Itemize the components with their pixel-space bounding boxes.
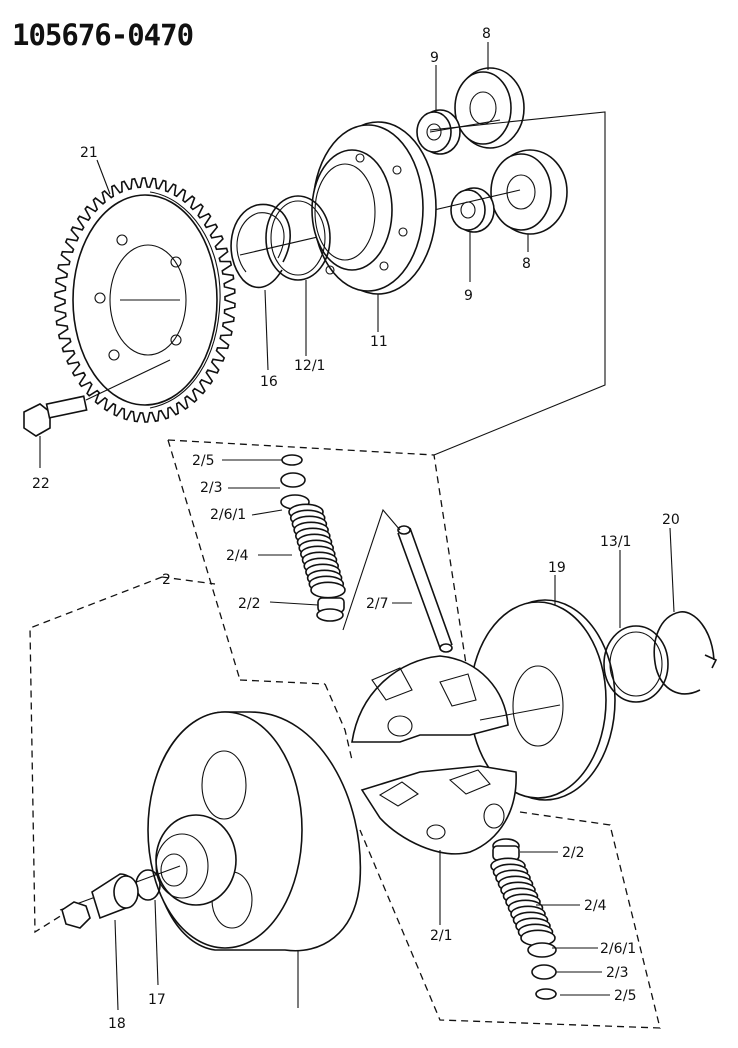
callout-16: 16 <box>260 374 278 390</box>
callout-2-6-1-top: 2/6/1 <box>210 507 246 523</box>
callout-labels: 8 9 21 8 9 11 12/1 16 22 2/5 2/3 2/6/1 2… <box>32 26 680 1032</box>
flange-hub-11 <box>311 121 437 295</box>
gear-21 <box>54 177 236 423</box>
callout-13-1: 13/1 <box>600 534 631 550</box>
callout-2-4-top: 2/4 <box>226 548 249 564</box>
callout-17: 17 <box>148 992 166 1008</box>
flyweight-upper <box>351 655 509 743</box>
spring-stack-upper <box>280 454 346 622</box>
callout-9-bottom: 9 <box>464 288 473 304</box>
callout-19: 19 <box>548 560 566 576</box>
callout-20: 20 <box>662 512 680 528</box>
callout-2-4-bottom: 2/4 <box>584 898 607 914</box>
circlip-16 <box>230 203 291 289</box>
callout-8-bottom: 8 <box>522 256 531 272</box>
callout-2: 2 <box>162 572 171 588</box>
plate-19 <box>469 599 616 801</box>
callout-12-1: 12/1 <box>294 358 325 374</box>
callout-2-6-1-bottom: 2/6/1 <box>600 941 636 957</box>
callout-2-2-top: 2/2 <box>238 596 261 612</box>
callout-2-7: 2/7 <box>366 596 389 612</box>
spring-2-4-lower <box>490 857 556 947</box>
spacer-9-top <box>416 109 461 155</box>
callout-22: 22 <box>32 476 50 492</box>
bearing-8-top <box>454 67 525 149</box>
circlip-20 <box>653 611 718 695</box>
flyweight-lower <box>360 765 517 855</box>
bearing-8-bottom <box>490 149 568 235</box>
callout-8-top: 8 <box>482 26 491 42</box>
callout-2-3-bottom: 2/3 <box>606 965 629 981</box>
plug-18 <box>61 873 139 929</box>
callout-18: 18 <box>108 1016 126 1032</box>
callout-21: 21 <box>80 145 98 161</box>
spring-2-4-upper <box>288 503 346 599</box>
callout-9-top: 9 <box>430 50 439 66</box>
pin-2-7 <box>397 525 453 653</box>
spacer-9-bottom <box>450 187 495 233</box>
part-number-title: 105676-0470 <box>12 18 194 52</box>
bolt-22 <box>23 359 171 437</box>
callout-2-5-bottom: 2/5 <box>614 988 637 1004</box>
housing-1 <box>59 711 362 952</box>
spring-stack-lower <box>490 838 557 1000</box>
callout-11: 11 <box>370 334 388 350</box>
callout-2-1: 2/1 <box>430 928 453 944</box>
spring-coil <box>310 581 346 599</box>
snap-ring-12-1 <box>265 195 331 281</box>
callout-2-3-top: 2/3 <box>200 480 223 496</box>
callout-2-5-top: 2/5 <box>192 453 215 469</box>
ring-13-1 <box>603 625 669 703</box>
callout-2-2-bottom: 2/2 <box>562 845 585 861</box>
leader-lines <box>39 42 675 1011</box>
